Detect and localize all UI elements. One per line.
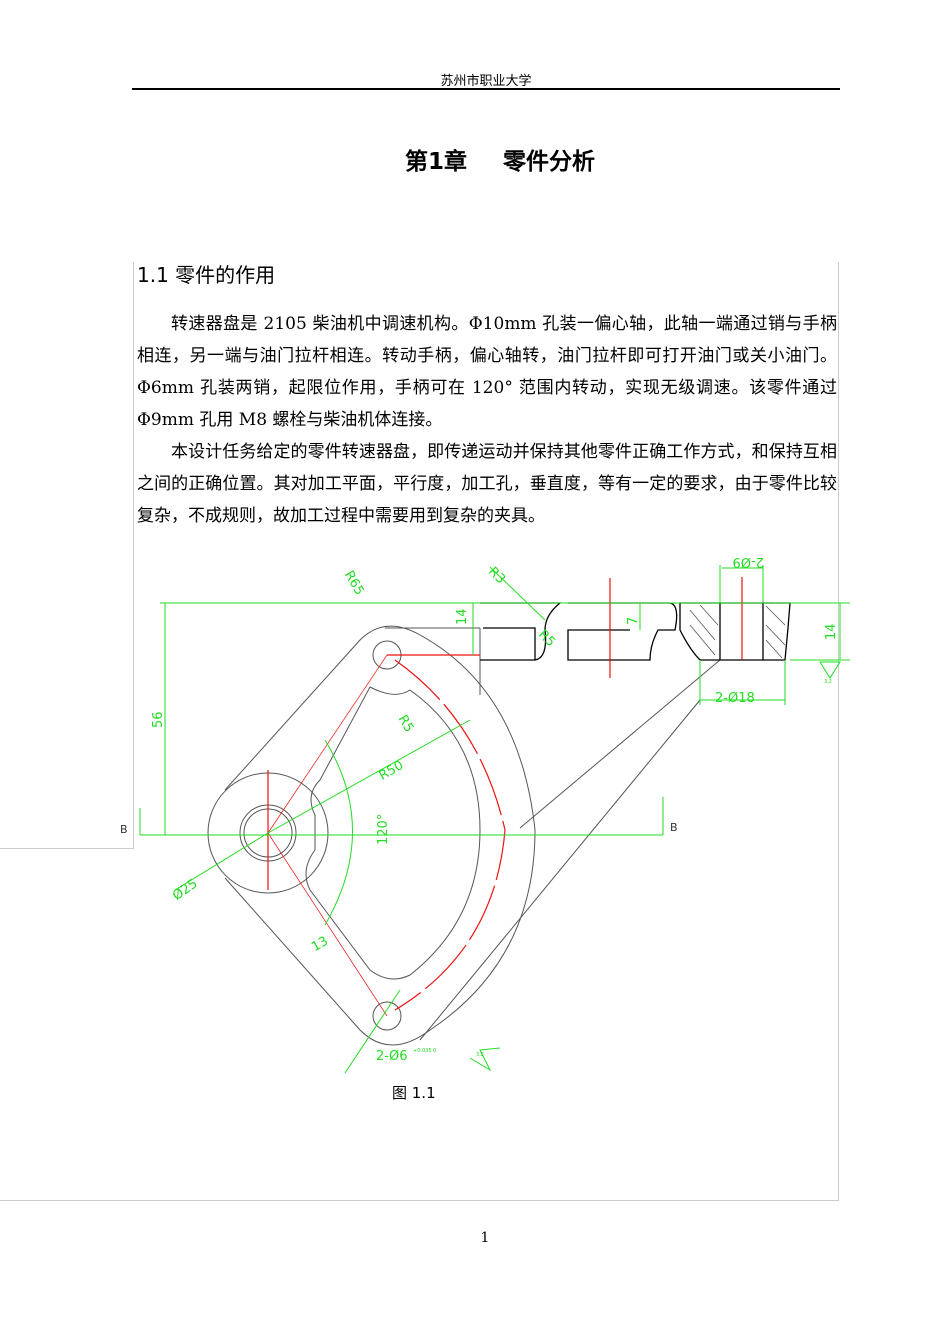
dimension-lines	[139, 565, 850, 1074]
label-2-phi6: 2-Ø6	[376, 1049, 407, 1064]
section-hatch	[689, 604, 786, 659]
label-r50: R50	[377, 758, 407, 784]
label-tolerance: +0.035 0	[413, 1048, 436, 1054]
section-heading: 1.1 零件的作用	[137, 263, 276, 287]
chapter-title: 第1章 零件分析	[0, 142, 950, 176]
margin-line-bottom	[0, 1200, 839, 1201]
page-number: 1	[480, 1230, 490, 1246]
label-section-b-left: B	[120, 823, 128, 836]
label-14-right: 14	[824, 623, 839, 640]
label-56: 56	[151, 711, 166, 728]
label-13: 13	[309, 934, 331, 955]
label-phi25: Ø25	[170, 876, 201, 904]
label-14-left: 14	[455, 608, 470, 625]
paragraph: 转速器盘是 2105 柴油机中调速机构。Φ10mm 孔装一偏心轴，此轴一端通过销…	[137, 314, 837, 430]
label-2-phi9: 2-Ø9	[733, 554, 764, 569]
label-r3: R3	[485, 564, 508, 587]
page-header: 苏州市职业大学	[440, 74, 532, 89]
part-outline	[207, 625, 721, 1046]
label-2-phi18: 2-Ø18	[715, 691, 755, 706]
label-roughness-2: 3.2	[824, 679, 832, 685]
header-rule	[132, 88, 840, 90]
margin-line-mid	[0, 848, 134, 849]
label-120-deg: 120°	[376, 814, 391, 845]
paragraph: 本设计任务给定的零件转速器盘，即传递运动并保持其他零件正确工作方式，和保持互相之…	[137, 442, 837, 526]
label-roughness-1: 3.2	[476, 1052, 484, 1058]
margin-line-left	[133, 262, 134, 848]
chapter-number: 第1章	[404, 149, 467, 175]
body-text: 转速器盘是 2105 柴油机中调速机构。Φ10mm 孔装一偏心轴，此轴一端通过销…	[137, 308, 837, 532]
side-view	[480, 602, 791, 661]
figure-caption: 图 1.1	[392, 1084, 436, 1102]
label-7: 7	[626, 617, 641, 625]
label-r5: R5	[395, 713, 417, 735]
chapter-name: 零件分析	[503, 149, 595, 175]
margin-line-right	[838, 262, 839, 1200]
centerlines	[267, 577, 743, 1017]
label-section-b-right: B	[670, 821, 678, 834]
label-r65: R65	[341, 568, 367, 598]
label-r5-side: R5	[535, 627, 558, 650]
